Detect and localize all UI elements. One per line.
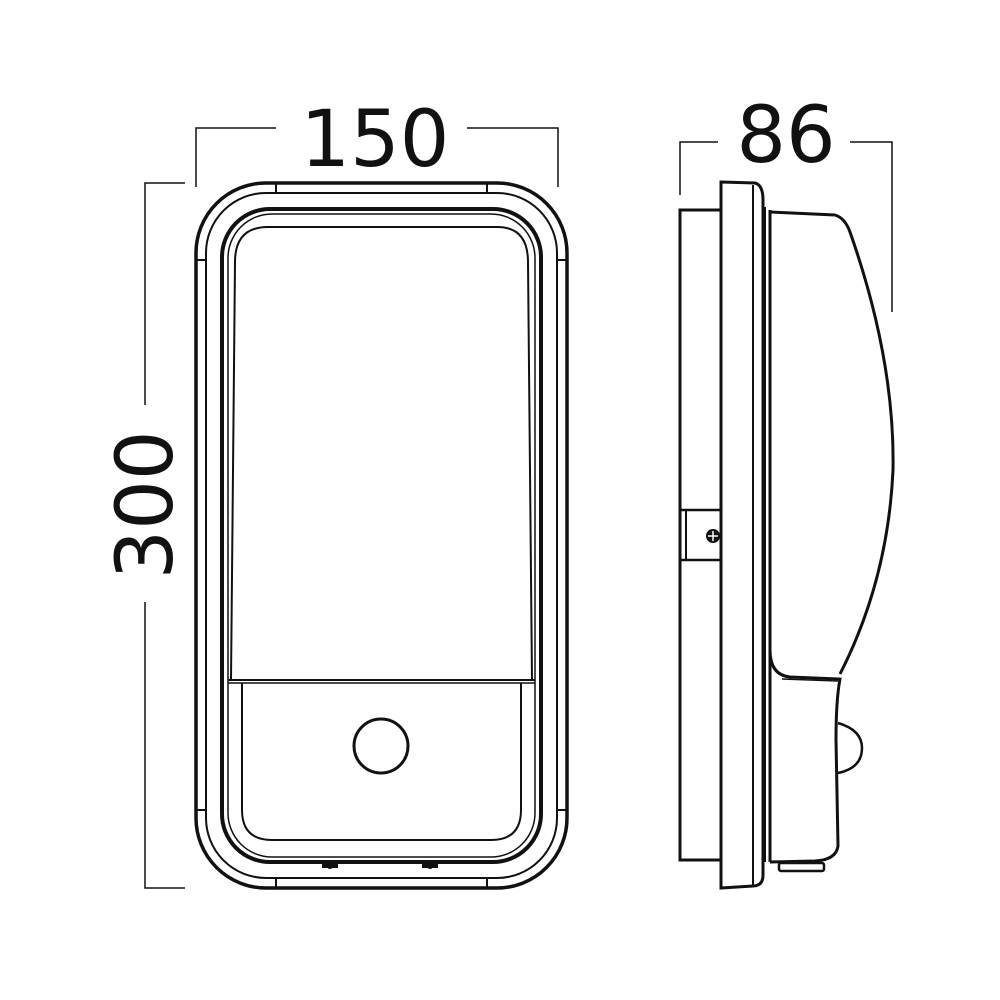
depth-label: 86 — [736, 91, 835, 181]
housing-body — [769, 210, 895, 675]
depth-dimension: 86 — [679, 91, 893, 312]
bottom-screw-left — [322, 862, 338, 869]
flange — [719, 180, 765, 890]
bottom-tab — [777, 861, 826, 873]
width-dimension: 150 — [195, 95, 559, 187]
diffuser-lens — [229, 226, 534, 681]
width-label: 150 — [301, 95, 450, 185]
height-dimension: 300 — [101, 182, 191, 889]
sensor-panel — [241, 683, 522, 841]
front-view — [194, 181, 569, 890]
mounting-screw-icon — [706, 529, 720, 543]
outer-frame-inner-edge — [205, 192, 558, 879]
outer-frame — [194, 181, 569, 890]
pir-sensor-dome-icon — [837, 721, 864, 775]
pir-sensor-icon — [352, 717, 410, 775]
bottom-screw-right — [422, 862, 438, 869]
side-view — [678, 180, 895, 890]
height-label: 300 — [101, 431, 191, 580]
inner-bezel — [220, 207, 543, 864]
mounting-bracket — [678, 508, 723, 562]
